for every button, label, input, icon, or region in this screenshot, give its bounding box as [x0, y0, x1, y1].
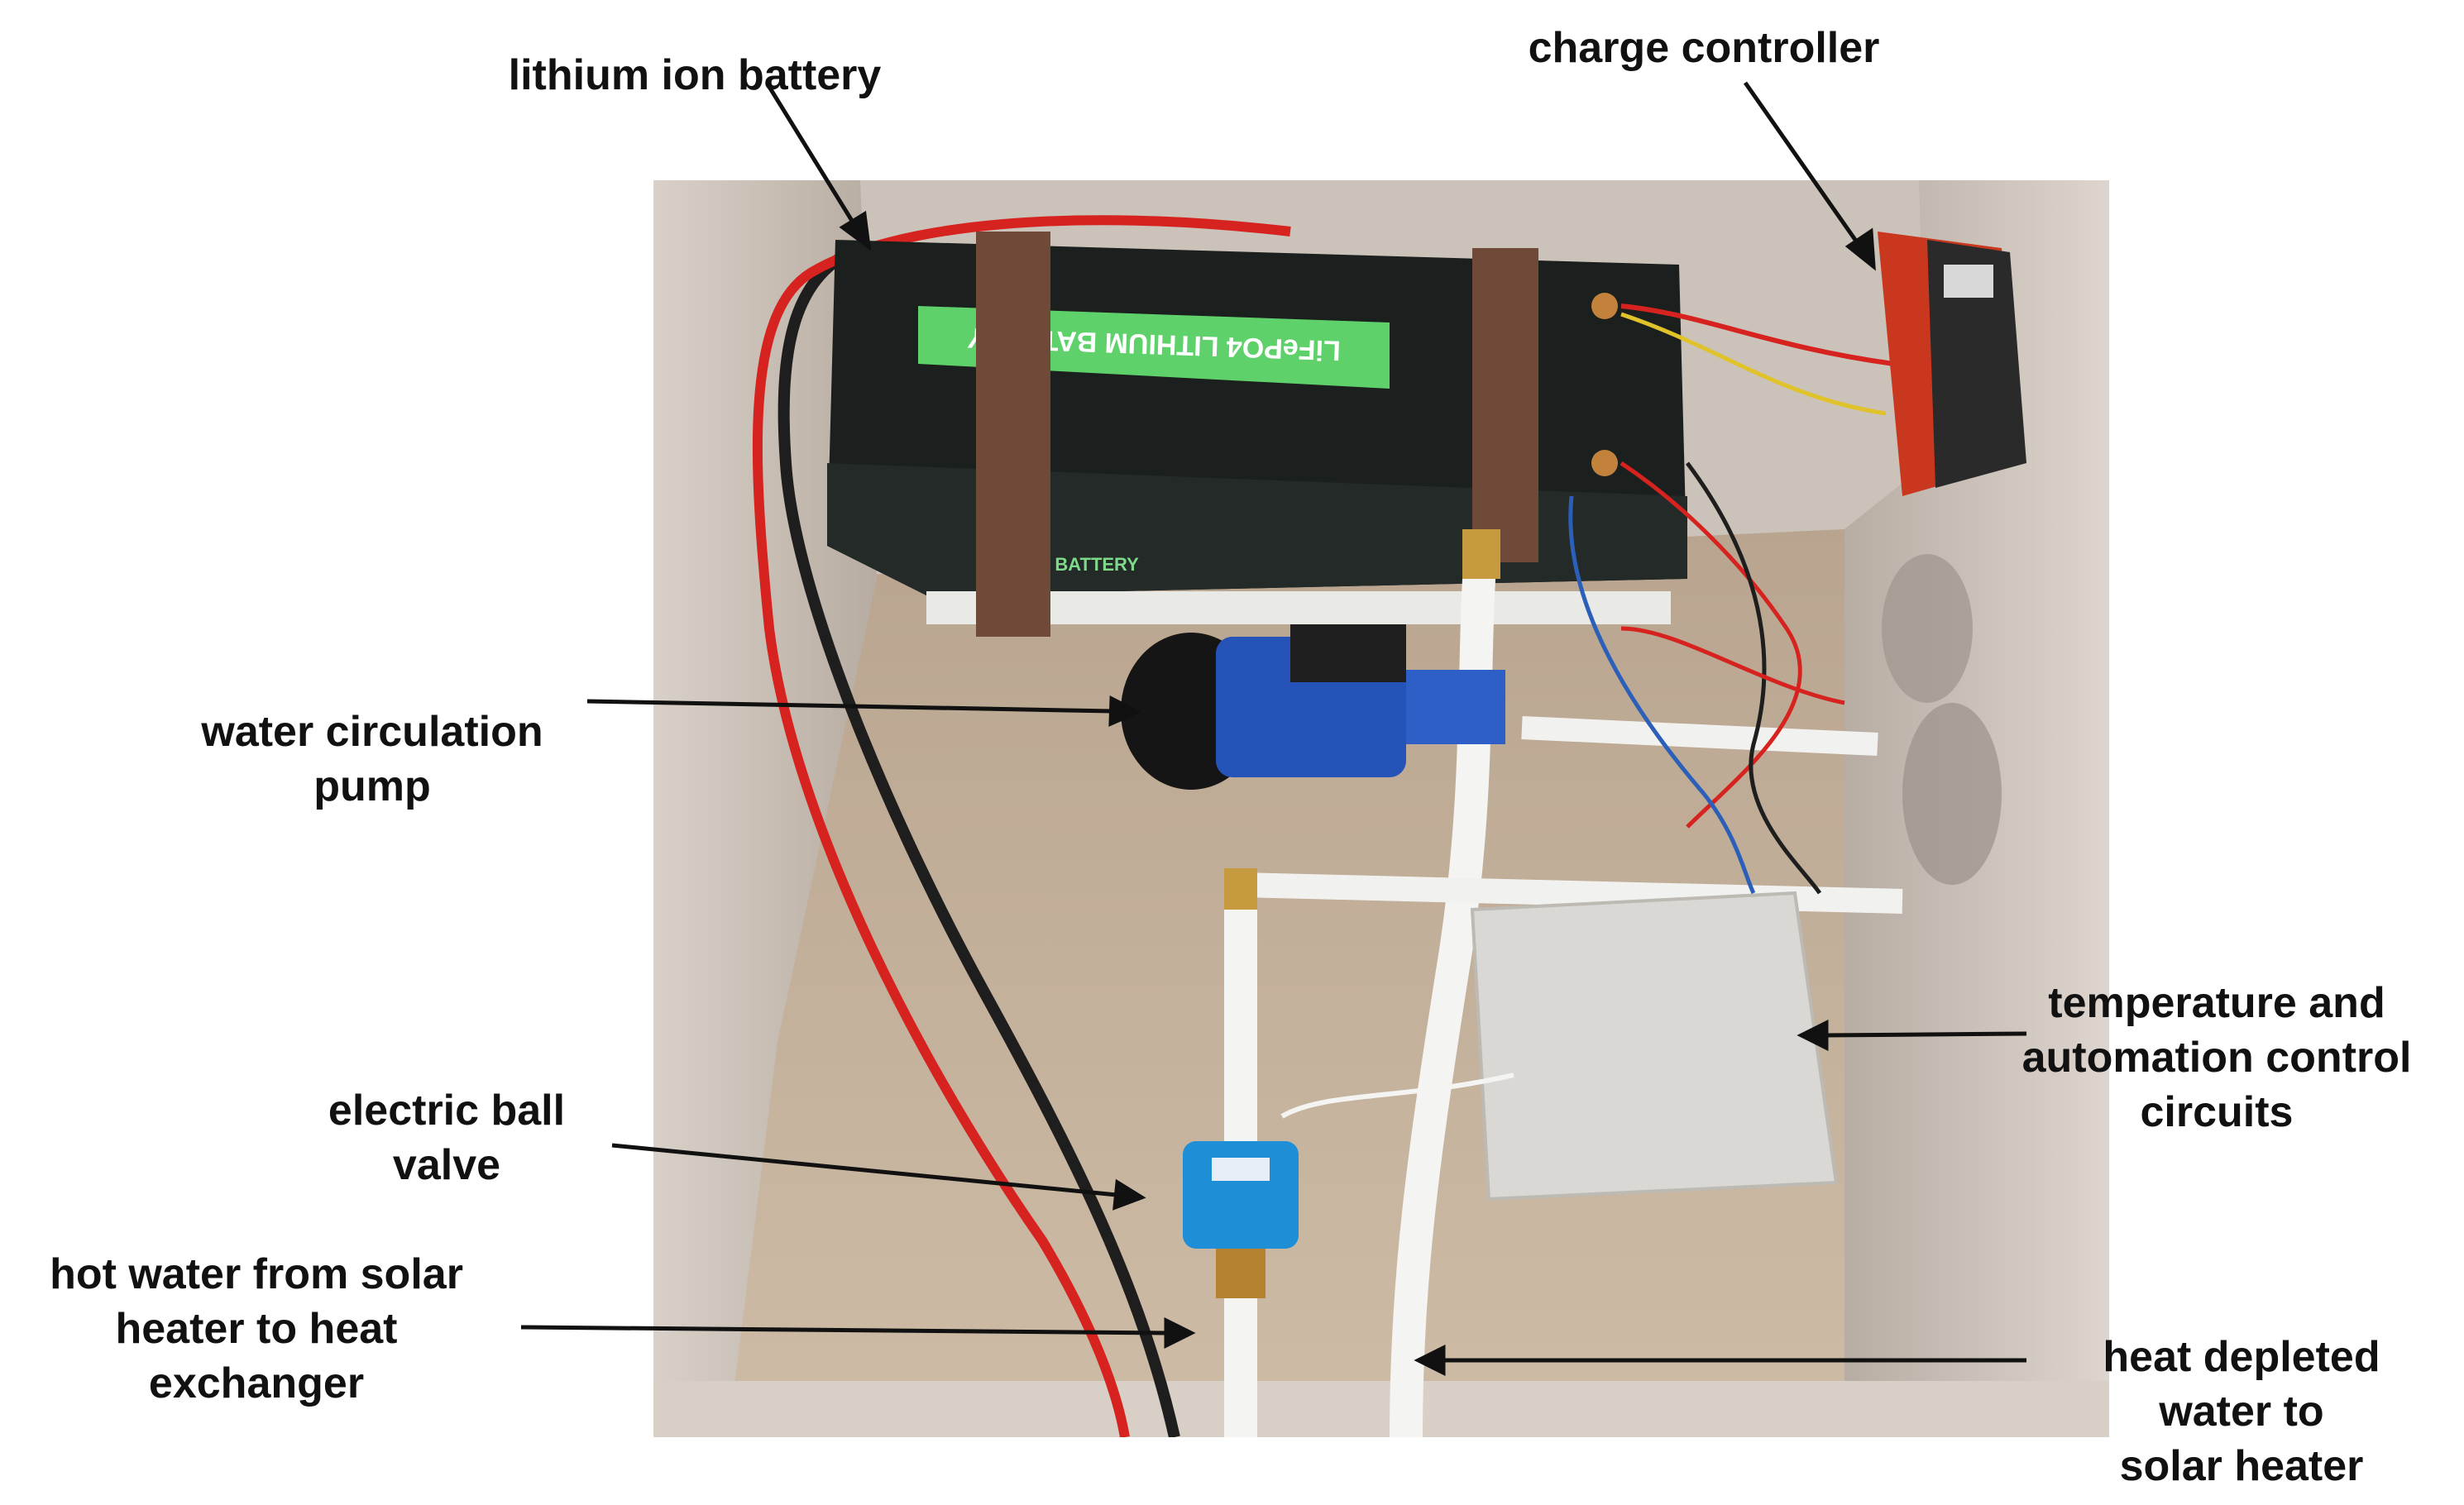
label-line: water circulation	[201, 708, 543, 756]
label-electric-ball-valve: electric ball valve	[273, 1083, 620, 1192]
label-line: circuits	[2140, 1088, 2294, 1136]
black-cable	[777, 242, 1180, 1437]
label-line: lithium ion battery	[508, 51, 882, 99]
battery-strap	[1472, 248, 1538, 562]
front-ledge	[653, 1381, 2109, 1437]
hot-water-arrowhead	[1164, 1316, 1196, 1350]
water-circulation-pump	[1121, 624, 1505, 790]
label-line: exchanger	[148, 1359, 365, 1407]
concrete-patch	[1902, 703, 2002, 885]
control-arrow	[1823, 1031, 2027, 1038]
battery-terminal	[1591, 450, 1618, 476]
signal-wire	[1568, 495, 1756, 895]
callout-arrows	[520, 81, 2027, 1377]
red-cable	[752, 215, 1291, 1437]
pump-arrowhead	[1108, 695, 1142, 727]
label-hot-water-to-exchanger: hot water from solar heater to heat exch…	[0, 1247, 513, 1411]
label-water-circulation-pump: water circulation pump	[149, 705, 596, 814]
label-charge-controller: charge controller	[1481, 21, 1927, 75]
label-line: temperature and	[2048, 979, 2385, 1027]
charge-controller	[1878, 232, 2026, 496]
valve-arrow	[611, 1143, 1117, 1197]
label-line: solar heater	[2119, 1442, 2364, 1490]
concrete-patch	[1882, 554, 1973, 703]
cold-water-arrowhead	[1414, 1344, 1446, 1377]
battery-arrowhead	[839, 210, 872, 251]
label-line: heat depleted	[2103, 1333, 2380, 1381]
brass-fitting	[1462, 529, 1500, 579]
lithium-ion-battery: LiFePO4 LITHIUM BATTERY LiFePO4 BATTERY	[827, 232, 1687, 637]
label-line: valve	[392, 1141, 501, 1189]
left-wall	[653, 180, 877, 1437]
label-line: electric ball	[328, 1087, 566, 1135]
label-line: water to	[2159, 1388, 2324, 1436]
label-heat-depleted-water: heat depleted water to solar heater	[2026, 1330, 2457, 1493]
electric-ball-valve	[1183, 1141, 1299, 1298]
signal-wire	[1620, 303, 1895, 366]
label-lithium-ion-battery: lithium ion battery	[463, 48, 926, 103]
control-arrowhead	[1797, 1019, 1829, 1052]
battery-arrow	[767, 85, 859, 229]
battery-strap	[976, 232, 1050, 637]
battery-terminal	[1591, 293, 1618, 319]
label-line: automation control	[2021, 1034, 2412, 1082]
label-line: heater to heat	[115, 1305, 398, 1353]
controller-arrow	[1743, 81, 1864, 250]
signal-wire	[1620, 626, 1845, 705]
label-line: pump	[313, 762, 431, 810]
valve-arrowhead	[1112, 1178, 1146, 1211]
brass-fitting	[1224, 868, 1257, 910]
signal-wire	[1280, 1073, 1514, 1119]
hot-water-arrow	[520, 1325, 1167, 1335]
label-line: hot water from solar	[50, 1250, 463, 1298]
signal-wire	[1620, 461, 1802, 829]
pump-arrow	[586, 699, 1113, 714]
signal-wire	[1620, 312, 1887, 416]
label-line: charge controller	[1528, 24, 1880, 72]
controller-arrowhead	[1844, 227, 1876, 271]
control-circuit-box	[1470, 891, 1839, 1202]
white-pipe-pump-outlet	[1521, 716, 1878, 756]
signal-wire	[1685, 461, 1822, 895]
white-pipe-horizontal	[1240, 872, 1903, 914]
label-temperature-control-circuits: temperature and automation control circu…	[1985, 976, 2448, 1140]
